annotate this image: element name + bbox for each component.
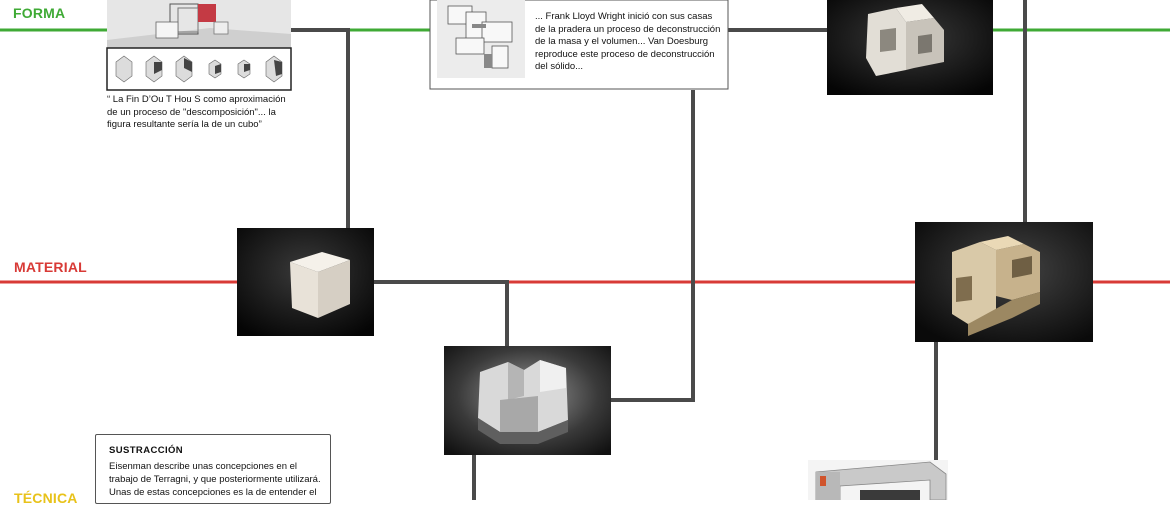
lane-label-forma: FORMA bbox=[13, 5, 66, 21]
lane-label-tecnica: TÉCNICA bbox=[14, 490, 78, 506]
dark-interlocking-block-image bbox=[827, 0, 993, 95]
connector-foam-to-wright bbox=[611, 90, 695, 402]
sustraccion-note-title: SUSTRACCIÓN bbox=[109, 445, 184, 456]
wright-doesburg-box bbox=[429, 0, 729, 90]
white-cube-image bbox=[237, 228, 374, 336]
connector-finouthous-to-cube bbox=[290, 28, 350, 228]
wright-doesburg-caption: ... Frank Lloyd Wright inició con sus ca… bbox=[535, 11, 721, 72]
lane-label-material: MATERIAL bbox=[14, 259, 87, 275]
bandsaw-machine-image bbox=[808, 460, 948, 500]
sustraccion-note-text: Eisenman describe unas concepciones en e… bbox=[109, 461, 321, 498]
wooden-block-image bbox=[915, 222, 1093, 342]
connector-cube-to-foam bbox=[373, 280, 509, 346]
foam-model-image bbox=[444, 346, 611, 455]
decomposition-sequence-thumbnails bbox=[106, 47, 292, 91]
fin-ou-t-hou-s-caption: “ La Fin D’Ou T Hou S como aproximación … bbox=[107, 94, 286, 130]
fin-ou-t-hou-s-model-image bbox=[107, 0, 291, 48]
sustraccion-note-box: SUSTRACCIÓN Eisenman describe unas conce… bbox=[95, 434, 331, 504]
